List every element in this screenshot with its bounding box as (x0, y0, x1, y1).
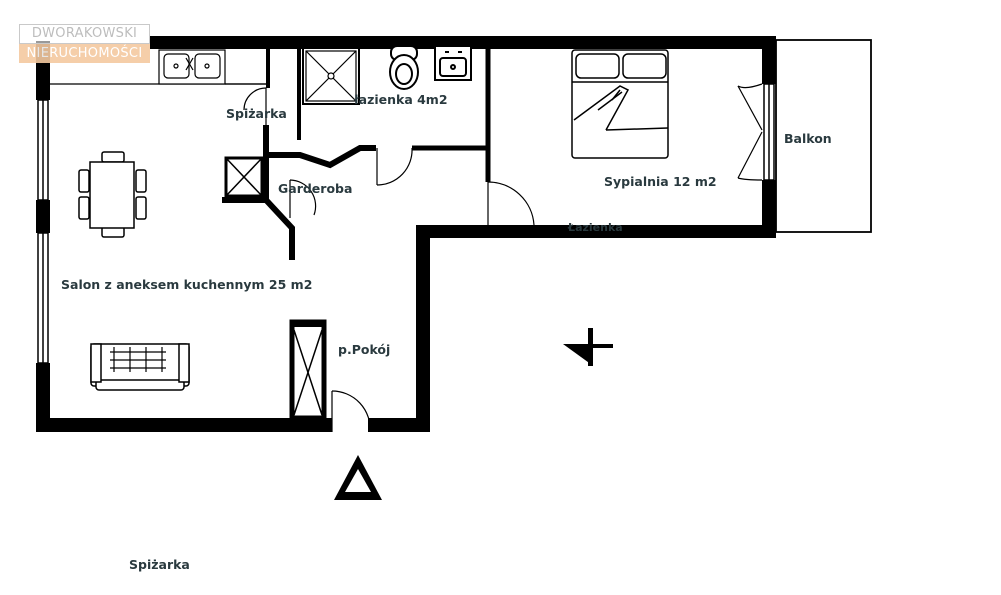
balcony-outline (775, 39, 872, 233)
wardrobe-x2 (293, 329, 323, 416)
door-bedroom (487, 181, 535, 226)
wall-garderoba-bottom (222, 197, 295, 260)
door-garderoba (289, 179, 317, 218)
label-sypialnia: Sypialnia 12 m2 (604, 174, 717, 189)
toilet (389, 45, 419, 90)
label-spizarka-bottom: Spiżarka (129, 557, 190, 572)
label-spizarka-top: Spiżarka (226, 106, 287, 121)
label-pokoj: p.Pokój (338, 342, 391, 357)
wall-corridor-right (416, 225, 430, 432)
wall-right-bedroom (762, 36, 776, 84)
dining-table (78, 151, 147, 238)
sofa (90, 343, 190, 391)
north-arrow-icon (563, 328, 613, 366)
bath-sink (434, 45, 472, 81)
brand-logo: DWORAKOWSKI NIERUCHOMOŚCI (19, 24, 150, 63)
wall-bottom-left (36, 418, 332, 432)
bed (571, 49, 669, 159)
interior-walls (222, 45, 491, 421)
logo-line1: DWORAKOWSKI (19, 24, 150, 44)
label-salon: Salon z aneksem kuchennym 25 m2 (61, 277, 313, 292)
wall-bedroom-bottom (416, 225, 776, 238)
wardrobe-block (289, 319, 327, 421)
wall-left-mid (36, 200, 50, 233)
wall-right-bedroom-low (762, 180, 776, 238)
storage-box (224, 156, 264, 198)
label-balkon: Balkon (784, 131, 832, 146)
door-bathroom (376, 147, 413, 186)
shower (302, 47, 360, 105)
windows (37, 83, 775, 364)
walls (36, 36, 776, 432)
label-lazienka: łazienka 4m2 (354, 92, 448, 107)
door-pantry (243, 87, 267, 125)
wall-left-low (36, 363, 50, 432)
wall-top (150, 36, 776, 49)
door-entrance (331, 390, 371, 433)
logo-line2: NIERUCHOMOŚCI (19, 44, 150, 63)
wall-left-top (36, 85, 50, 100)
kitchen-counter (50, 49, 268, 85)
door-balcony (737, 83, 763, 181)
wall-bottom-right (368, 418, 430, 432)
label-lazienka-small: Łazienka (568, 221, 623, 234)
label-garderoba: Garderoba (278, 181, 353, 196)
wall-angled (266, 145, 376, 169)
